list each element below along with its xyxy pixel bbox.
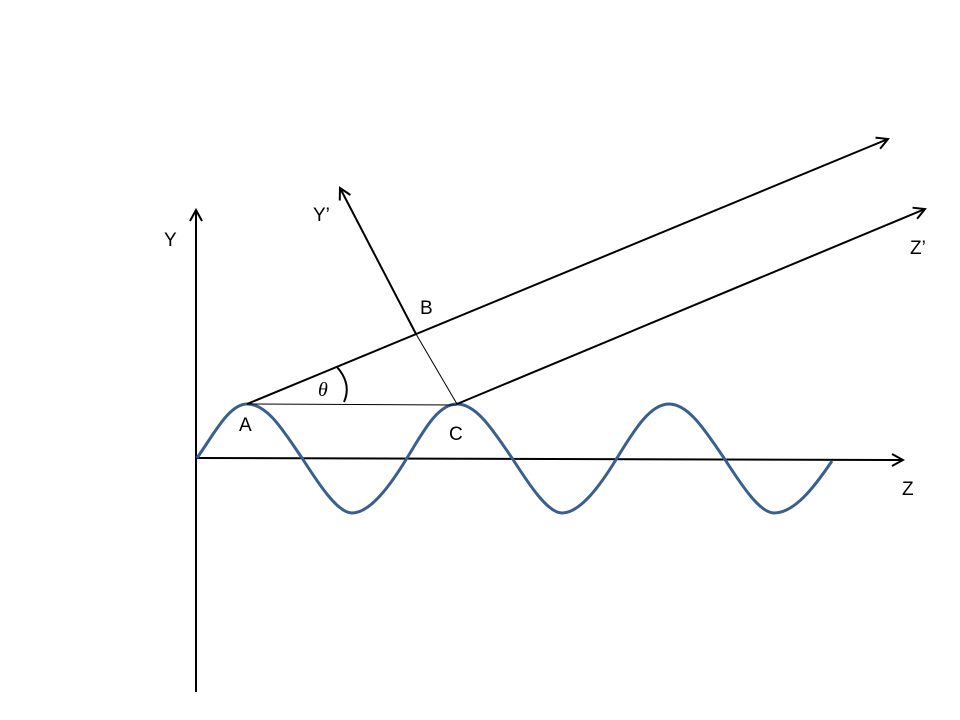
point-a-label: A: [239, 415, 252, 436]
y-prime-axis: [340, 188, 417, 335]
line-ac: [246, 403, 458, 406]
z-prime-axis-label: Z’: [910, 238, 926, 259]
angle-arc: [336, 366, 348, 403]
y-axis-label: Y: [164, 230, 177, 251]
line-bc: [415, 333, 458, 405]
z-axis: [195, 458, 903, 460]
angle-theta-label: θ: [318, 379, 328, 401]
y-prime-axis-label: Y’: [313, 205, 330, 226]
point-c-label: C: [449, 424, 463, 445]
z-axis-label: Z: [902, 479, 914, 500]
z-prime-axis: [456, 209, 925, 405]
ray-from-a: [246, 139, 888, 405]
point-b-label: B: [420, 298, 433, 319]
sine-wave: [195, 402, 834, 515]
